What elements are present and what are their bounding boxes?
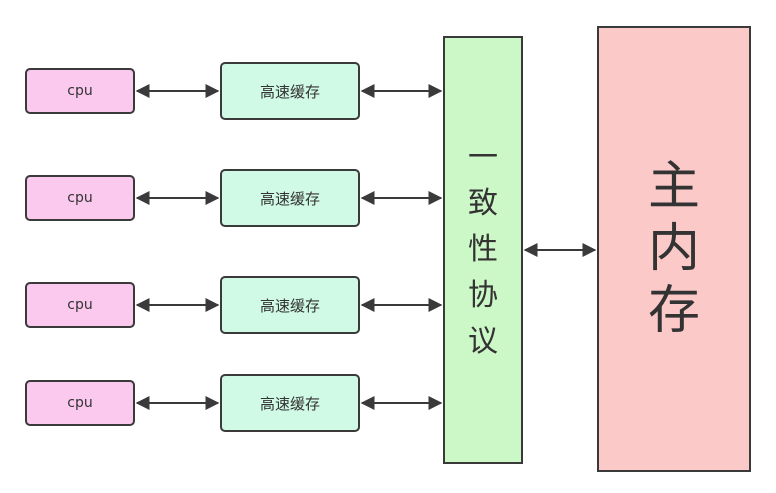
- main-memory-box: 主内存: [597, 26, 751, 472]
- cache-box-1: 高速缓存: [220, 62, 360, 120]
- cpu-box-1: cpu: [25, 68, 135, 114]
- cpu-label: cpu: [67, 395, 93, 411]
- cpu-box-2: cpu: [25, 175, 135, 221]
- cpu-box-4: cpu: [25, 380, 135, 426]
- cpu-label: cpu: [67, 297, 93, 313]
- cache-box-3: 高速缓存: [220, 276, 360, 334]
- coherence-protocol-label: 一致性协议: [468, 140, 498, 359]
- cache-box-2: 高速缓存: [220, 169, 360, 227]
- cpu-label: cpu: [67, 83, 93, 99]
- main-memory-label: 主内存: [647, 157, 700, 341]
- cache-label: 高速缓存: [259, 189, 320, 208]
- cpu-label: cpu: [67, 190, 93, 206]
- cache-label: 高速缓存: [259, 394, 320, 413]
- coherence-protocol-box: 一致性协议: [443, 36, 523, 464]
- cache-box-4: 高速缓存: [220, 374, 360, 432]
- cache-label: 高速缓存: [259, 296, 320, 315]
- cache-label: 高速缓存: [259, 82, 320, 101]
- cpu-box-3: cpu: [25, 282, 135, 328]
